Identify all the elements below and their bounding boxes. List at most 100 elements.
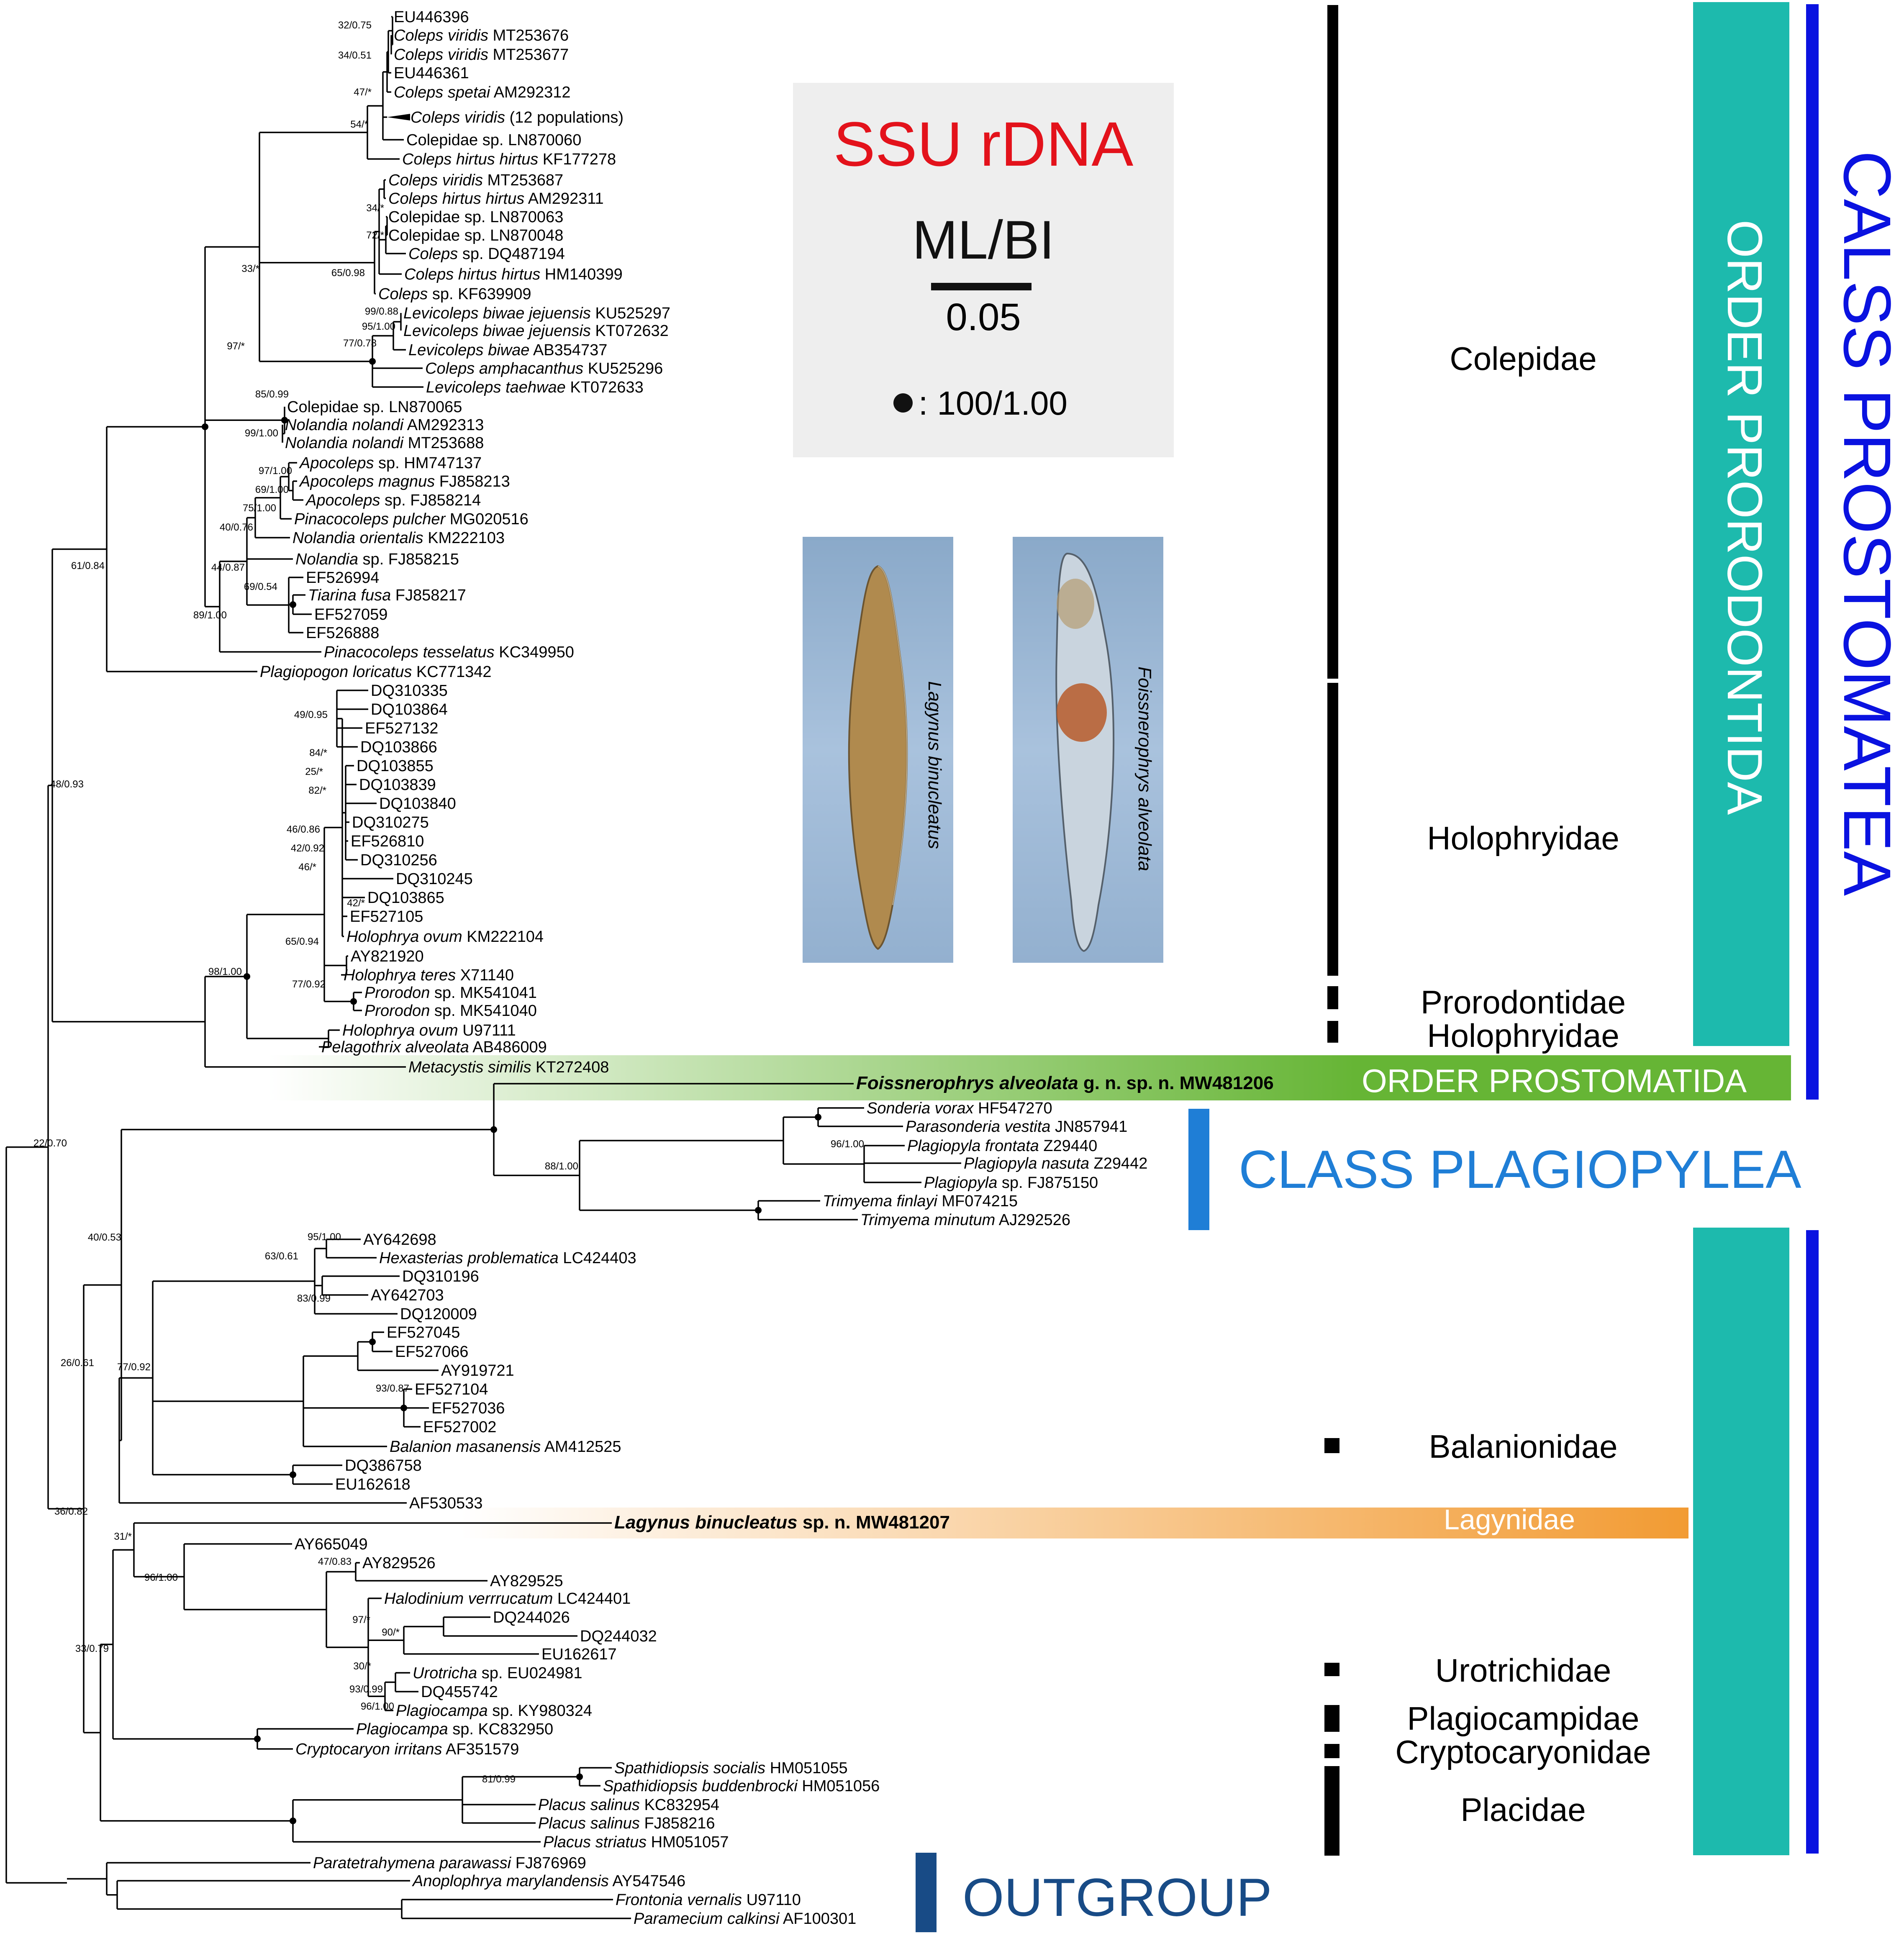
legend-method: ML/BI — [912, 209, 1055, 270]
leaf-label: AY821920 — [351, 948, 424, 965]
leaf-label: Pinacocoleps pulcher MG020516 — [294, 510, 529, 528]
leaf-label: Coleps viridis MT253677 — [394, 46, 569, 64]
band-label-outgroup: OUTGROUP — [962, 1868, 1272, 1928]
leaf-label: Urotricha sp. EU024981 — [413, 1664, 582, 1682]
support-value: 36/0.82 — [54, 1506, 88, 1517]
family-label-balanionidae: Balanionidae — [1429, 1428, 1618, 1465]
leaf-label: DQ310275 — [352, 814, 429, 831]
leaf-label: Levicoleps biwae jejuensis KU525297 — [403, 305, 670, 322]
cell-illustration — [1055, 552, 1115, 952]
leaf-label: EF527066 — [395, 1343, 468, 1361]
support-value: 42/0.92 — [291, 843, 324, 854]
leaf-label: Colepidae sp. LN870048 — [388, 227, 563, 244]
support-value: 69/0.54 — [244, 581, 277, 592]
leaf-label: EF527045 — [387, 1324, 460, 1341]
leaf-label: Placus salinus KC832954 — [538, 1796, 719, 1814]
support-value: 42/* — [347, 897, 365, 909]
family-bar-holophryidae — [1327, 683, 1338, 976]
support-dot — [350, 998, 357, 1005]
leaf-label: AY642698 — [363, 1231, 436, 1249]
leaf-label: DQ244026 — [493, 1609, 570, 1626]
node-dot-layer — [202, 358, 821, 1824]
support-value: 95/1.00 — [362, 321, 395, 332]
leaf-label: Nolandia nolandi MT253688 — [285, 434, 484, 452]
highlight-foissnerophrys — [268, 1055, 1356, 1100]
support-value: 25/* — [305, 766, 323, 777]
leaf-label: Nolandia orientalis KM222103 — [293, 529, 505, 547]
highlight-layer — [268, 1055, 1688, 1538]
scale-value: 0.05 — [946, 296, 1021, 338]
family-label-colepidae: Colepidae — [1450, 340, 1597, 377]
support-value: 82/* — [308, 785, 326, 796]
leaf-label: Cryptocaryon irritans AF351579 — [295, 1741, 519, 1758]
legend-box: SSU rDNA ML/BI 0.05 : 100/1.00 — [793, 83, 1174, 457]
family-bar-colepidae — [1327, 5, 1338, 679]
leaf-label: DQ310256 — [360, 851, 437, 869]
leaf-label: EF527059 — [314, 606, 387, 623]
leaf-label: Levicoleps biwae AB354737 — [408, 341, 607, 359]
leaf-label: AF530533 — [409, 1495, 482, 1512]
leaf-label: DQ244032 — [580, 1628, 657, 1645]
leaf-label: Spathidiopsis buddenbrocki HM051056 — [603, 1777, 880, 1795]
support-value: 54/* — [350, 119, 368, 130]
leaf-label: Spathidiopsis socialis HM051055 — [614, 1759, 848, 1777]
leaf-label: Plagiopyla frontata Z29440 — [907, 1137, 1097, 1155]
support-value: 85/0.99 — [255, 389, 289, 400]
support-value: 63/0.61 — [265, 1251, 298, 1262]
support-dot — [400, 1405, 407, 1411]
leaf-label: Nolandia nolandi AM292313 — [285, 416, 484, 434]
leaf-label: DQ103864 — [371, 701, 448, 718]
leaf-label: DQ310245 — [396, 870, 473, 888]
caption-lagynus: Lagynus binucleatus — [924, 681, 945, 849]
support-value: 46/* — [298, 862, 316, 873]
leaf-label: EF527002 — [423, 1418, 496, 1436]
leaf-label: Apocoleps sp. FJ858214 — [305, 492, 481, 509]
family-label-holophryidae-2: Holophryidae — [1427, 1017, 1619, 1054]
scale-bar — [931, 283, 1032, 290]
support-value: 47/0.83 — [318, 1556, 352, 1567]
support-value: 69/1.00 — [255, 484, 289, 495]
leaf-label: Nolandia sp. FJ858215 — [295, 551, 459, 568]
micrograph-lagynus: Lagynus binucleatus — [803, 537, 953, 963]
band-label-class-plagiopylea: CLASS PLAGIOPYLEA — [1239, 1140, 1801, 1200]
family-bar-balanionidae — [1324, 1438, 1339, 1453]
leaf-label: Foissnerophrys alveolata g. n. sp. n. MW… — [856, 1073, 1274, 1093]
leaf-label: DQ103855 — [357, 757, 434, 775]
leaf-label: Coleps hirtus hirtus KF177278 — [402, 151, 616, 168]
family-label-placidae: Placidae — [1460, 1791, 1586, 1828]
leaf-label: Levicoleps taehwae KT072633 — [426, 379, 644, 396]
leaf-label: Coleps hirtus hirtus AM292311 — [388, 190, 604, 208]
band-class-prostomatea — [1806, 4, 1819, 1100]
support-dot — [281, 417, 288, 424]
support-value: 48/0.93 — [50, 779, 84, 790]
leaf-label: EF527104 — [415, 1381, 488, 1398]
support-dot — [490, 1126, 497, 1133]
support-value: 77/0.92 — [292, 979, 326, 990]
support-value: 40/0.53 — [88, 1232, 121, 1243]
leaf-label: Colepidae sp. LN870060 — [406, 131, 581, 149]
collapsed-clade-icon — [387, 114, 410, 121]
support-dot — [576, 1773, 583, 1780]
leaf-label: Metacystis similis KT272408 — [408, 1059, 609, 1076]
leaf-label: Coleps viridis MT253676 — [394, 27, 569, 44]
support-value: 98/1.00 — [208, 966, 242, 977]
support-value: 97/1.00 — [259, 465, 292, 477]
leaf-label: DQ120009 — [400, 1305, 477, 1323]
leaf-label: Colepidae sp. LN870063 — [388, 208, 563, 226]
support-value: 75/1.00 — [243, 503, 276, 514]
support-value: 96/1.00 — [831, 1138, 864, 1150]
leaf-label: Plagiopyla nasuta Z29442 — [964, 1155, 1147, 1172]
leaf-label: Levicoleps biwae jejuensis KT072632 — [403, 322, 669, 340]
support-value: 34/* — [366, 203, 384, 214]
leaf-label: Prorodon sp. MK541040 — [364, 1002, 537, 1020]
leaf-label: Colepidae sp. LN870065 — [287, 398, 462, 416]
leaf-label: Anoplophrya marylandensis AY547546 — [412, 1872, 685, 1890]
support-value: 77/0.92 — [117, 1362, 151, 1373]
leaf-label: EF526888 — [306, 624, 379, 642]
band-label-order-prostomatida: ORDER PROSTOMATIDA — [1362, 1062, 1747, 1099]
support-value: 33/* — [241, 263, 259, 274]
leaf-label: AY829525 — [490, 1572, 563, 1590]
leaf-label: DQ103839 — [359, 776, 436, 794]
leaf-label: EF526994 — [306, 569, 379, 587]
